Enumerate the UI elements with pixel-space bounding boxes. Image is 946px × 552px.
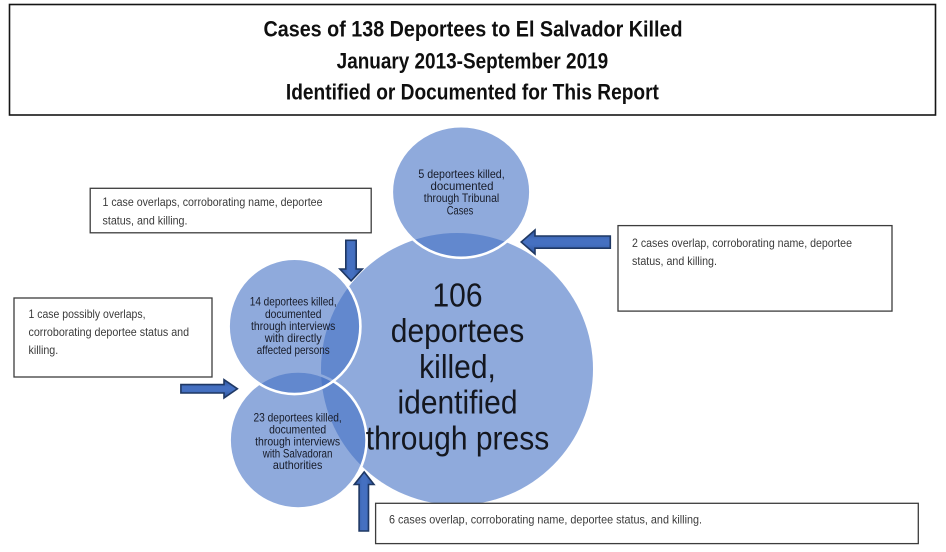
svg-text:January 2013-September 2019: January 2013-September 2019 xyxy=(337,49,609,74)
svg-text:with directly: with directly xyxy=(264,333,322,346)
svg-text:Identified or Documented for T: Identified or Documented for This Report xyxy=(286,80,659,105)
svg-text:status, and killing.: status, and killing. xyxy=(103,215,188,228)
svg-text:Cases: Cases xyxy=(447,205,474,218)
svg-text:1 case overlaps, corroborating: 1 case overlaps, corroborating name, dep… xyxy=(103,197,323,210)
svg-text:23 deportees killed,: 23 deportees killed, xyxy=(254,412,342,425)
svg-text:documented: documented xyxy=(269,424,326,437)
svg-text:5 deportees killed,: 5 deportees killed, xyxy=(418,168,504,181)
svg-text:through Tribunal: through Tribunal xyxy=(424,193,499,206)
svg-text:Cases of 138 Deportees to El S: Cases of 138 Deportees to El Salvador Ki… xyxy=(264,17,683,42)
svg-text:through interviews: through interviews xyxy=(251,320,336,333)
svg-text:through interviews: through interviews xyxy=(255,436,340,449)
svg-text:identified: identified xyxy=(397,383,517,421)
svg-text:documented: documented xyxy=(431,181,494,194)
svg-text:with Salvadoran: with Salvadoran xyxy=(262,448,333,461)
svg-text:documented: documented xyxy=(265,308,322,321)
svg-text:corroborating deportee status: corroborating deportee status and xyxy=(29,326,190,339)
svg-text:14 deportees killed,: 14 deportees killed, xyxy=(250,296,337,309)
svg-text:killed,: killed, xyxy=(419,347,496,385)
svg-text:status, and killing.: status, and killing. xyxy=(632,255,717,268)
svg-text:106: 106 xyxy=(432,276,482,314)
svg-text:affected persons: affected persons xyxy=(257,345,330,358)
svg-text:killing.: killing. xyxy=(29,344,59,357)
svg-text:2 cases overlap, corroborating: 2 cases overlap, corroborating name, dep… xyxy=(632,237,852,250)
svg-text:1 case possibly overlaps,: 1 case possibly overlaps, xyxy=(29,308,146,321)
svg-text:deportees: deportees xyxy=(391,312,524,350)
svg-text:through press: through press xyxy=(366,419,549,457)
svg-text:6 cases overlap, corroborating: 6 cases overlap, corroborating name, dep… xyxy=(389,514,702,527)
svg-text:authorities: authorities xyxy=(273,460,323,473)
